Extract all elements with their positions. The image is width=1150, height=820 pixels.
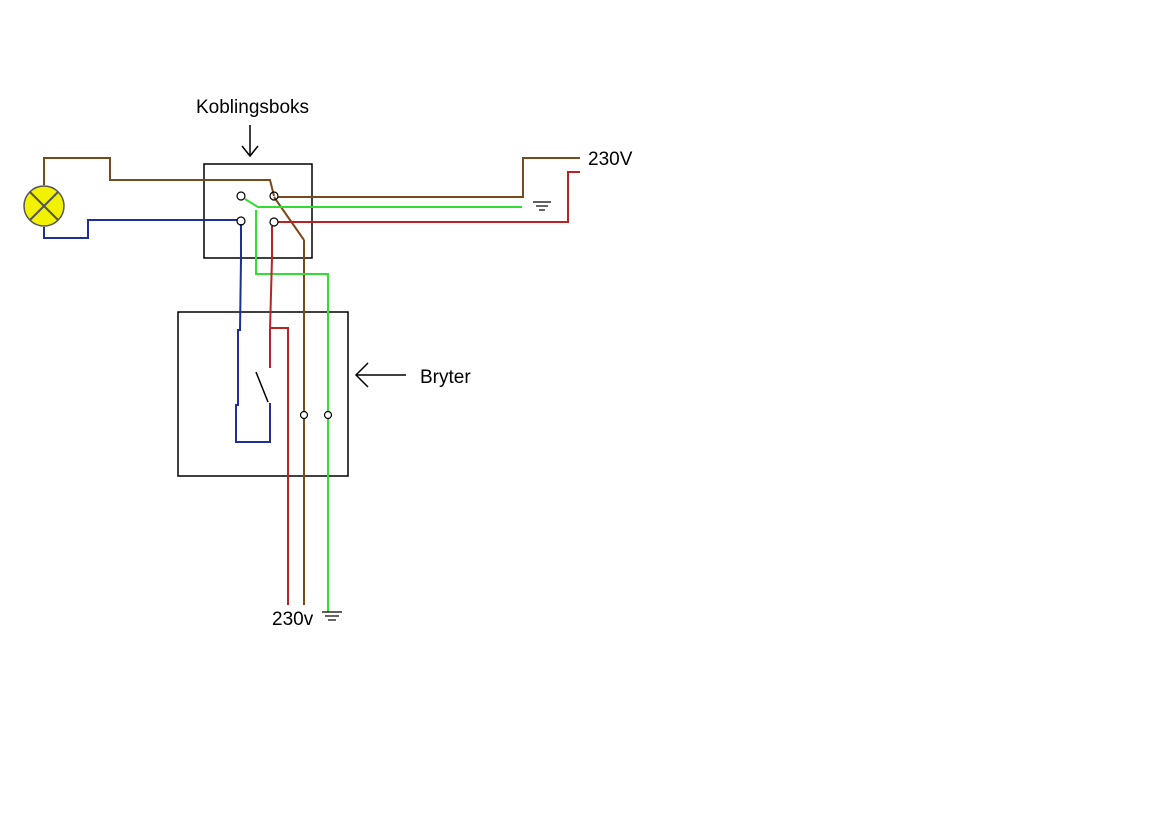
terminal bbox=[269, 217, 279, 227]
switch-label: Bryter bbox=[420, 367, 471, 388]
brown-wire-lamp bbox=[43, 157, 275, 197]
brown-wire-bridge bbox=[273, 196, 305, 241]
junction-terminals bbox=[236, 191, 279, 227]
red-wire-supply-top bbox=[278, 171, 580, 223]
terminal bbox=[236, 216, 246, 226]
terminal bbox=[323, 410, 333, 420]
brown-wire-supply-top bbox=[278, 157, 580, 198]
junction-box bbox=[203, 163, 313, 259]
green-wire-supply-top bbox=[244, 198, 522, 208]
red-wire-switch bbox=[269, 226, 273, 368]
red-wire-down bbox=[270, 327, 289, 605]
switch-terminals bbox=[299, 410, 333, 420]
red-wires bbox=[269, 171, 580, 605]
terminal bbox=[236, 191, 246, 201]
switch-contact bbox=[255, 371, 269, 403]
green-wires bbox=[244, 198, 522, 612]
lamp-icon bbox=[23, 185, 65, 227]
switch-box bbox=[177, 311, 349, 477]
brown-wires bbox=[43, 157, 580, 605]
ground-icon bbox=[533, 201, 551, 211]
arrow-icon bbox=[241, 125, 259, 158]
junction-box-label: Koblingsboks bbox=[196, 97, 310, 118]
arrow-icon bbox=[354, 362, 406, 388]
green-wire-down bbox=[255, 210, 329, 612]
terminal bbox=[299, 410, 309, 420]
ground-icon bbox=[322, 611, 342, 621]
terminal bbox=[269, 191, 279, 201]
supply-bottom-label: 230v bbox=[272, 609, 314, 630]
blue-wires bbox=[43, 219, 271, 443]
blue-wire-lamp bbox=[43, 219, 237, 239]
supply-top-label: 230V bbox=[588, 149, 633, 170]
blue-wire-switch bbox=[235, 224, 271, 443]
